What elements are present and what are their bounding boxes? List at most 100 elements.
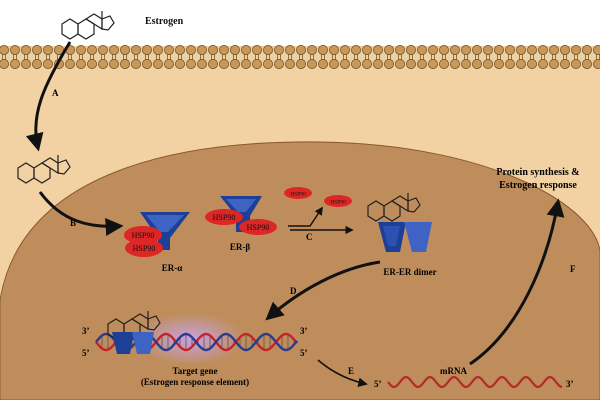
phospholipid-head (571, 45, 581, 55)
phospholipid-head (252, 59, 262, 69)
mrna-three-prime: 3’ (566, 379, 574, 389)
phospholipid-head (98, 59, 108, 69)
mrna-label: mRNA (440, 366, 467, 376)
arrow-a (25, 41, 72, 152)
mrna-five-prime: 5’ (374, 379, 382, 389)
phospholipid-head (43, 45, 53, 55)
phospholipid-head (120, 59, 130, 69)
step-d-label: D (290, 286, 297, 296)
hsp90-beta-1 (205, 209, 243, 225)
phospholipid-head (593, 45, 600, 55)
phospholipid-head (252, 45, 262, 55)
ere-label: (Estrogen response element) (141, 377, 249, 387)
step-c-label: C (306, 232, 313, 242)
er-alpha-receptor (140, 212, 190, 250)
binding-glow (134, 313, 246, 365)
phospholipid-head (0, 45, 9, 55)
dna-left-bottom: 5’ (82, 348, 90, 358)
phospholipid-head (472, 45, 482, 55)
phospholipid-head (439, 45, 449, 55)
phospholipid-head (461, 59, 471, 69)
phospholipid-head (43, 59, 53, 69)
phospholipid-head (329, 59, 339, 69)
dimer-label: ER-ER dimer (383, 267, 436, 277)
arrow-b (38, 191, 124, 236)
hsp90-alpha-1-label: HSP90 (132, 231, 155, 240)
step-f-label: F (570, 264, 576, 274)
phospholipid-head (76, 45, 86, 55)
phospholipid-head (230, 45, 240, 55)
phospholipid-head (472, 59, 482, 69)
phospholipid-head (87, 45, 97, 55)
phospholipid-head (340, 59, 350, 69)
phospholipid-head (549, 45, 559, 55)
phospholipid-head (439, 59, 449, 69)
phospholipid-head (32, 45, 42, 55)
phospholipid-head (516, 45, 526, 55)
phospholipid-head (318, 59, 328, 69)
mrna-strand (387, 375, 563, 389)
er-er-dimer (378, 222, 432, 252)
phospholipid-head (98, 45, 108, 55)
er-alpha-label: ER-α (162, 263, 183, 273)
phospholipid-head (241, 59, 251, 69)
phospholipid-head (197, 59, 207, 69)
released-hsp90-1-label: HSP90 (290, 192, 306, 198)
arrow-d (265, 260, 381, 321)
phospholipid-head (395, 59, 405, 69)
phospholipid-head (505, 45, 515, 55)
phospholipid-head (417, 45, 427, 55)
phospholipid-head (318, 45, 328, 55)
cell-membrane (0, 45, 600, 69)
phospholipid-head (307, 59, 317, 69)
response-line1: Protein synthesis & (496, 167, 579, 178)
phospholipid-head (219, 45, 229, 55)
phospholipid-head (450, 45, 460, 55)
phospholipid-head (527, 59, 537, 69)
phospholipid-head (10, 59, 20, 69)
phospholipid-head (351, 45, 361, 55)
hsp90-alpha-2 (125, 239, 163, 257)
phospholipid-head (208, 59, 218, 69)
phospholipid-head (428, 45, 438, 55)
phospholipid-head (549, 59, 559, 69)
phospholipid-head (10, 45, 20, 55)
phospholipid-head (285, 45, 295, 55)
phospholipid-head (76, 59, 86, 69)
phospholipid-head (21, 45, 31, 55)
phospholipid-head (175, 45, 185, 55)
phospholipid-head (340, 45, 350, 55)
step-b-label: B (70, 218, 76, 228)
phospholipid-head (296, 45, 306, 55)
phospholipid-head (384, 45, 394, 55)
phospholipid-head (274, 59, 284, 69)
dna-bound-receptor (112, 332, 154, 354)
phospholipid-head (351, 59, 361, 69)
phospholipid-head (406, 45, 416, 55)
released-hsp90-1 (284, 187, 312, 199)
hsp90-beta-1-label: HSP90 (213, 213, 236, 222)
phospholipid-head (153, 45, 163, 55)
phospholipid-head (65, 59, 75, 69)
hsp90-beta-2-label: HSP90 (247, 223, 270, 232)
phospholipid-head (395, 45, 405, 55)
phospholipid-head (571, 59, 581, 69)
phospholipid-head (461, 45, 471, 55)
phospholipid-head (32, 59, 42, 69)
step-a-label: A (52, 88, 59, 98)
phospholipid-head (219, 59, 229, 69)
phospholipid-head (241, 45, 251, 55)
phospholipid-head (263, 59, 273, 69)
er-beta-label: ER-β (230, 242, 250, 252)
phospholipid-head (263, 45, 273, 55)
phospholipid-head (505, 59, 515, 69)
phospholipid-head (186, 45, 196, 55)
phospholipid-head (494, 59, 504, 69)
phospholipid-head (373, 59, 383, 69)
phospholipid-head (164, 59, 174, 69)
hsp90-alpha-1 (124, 226, 162, 244)
phospholipid-head (483, 45, 493, 55)
dna-right-bottom: 5’ (300, 348, 308, 358)
